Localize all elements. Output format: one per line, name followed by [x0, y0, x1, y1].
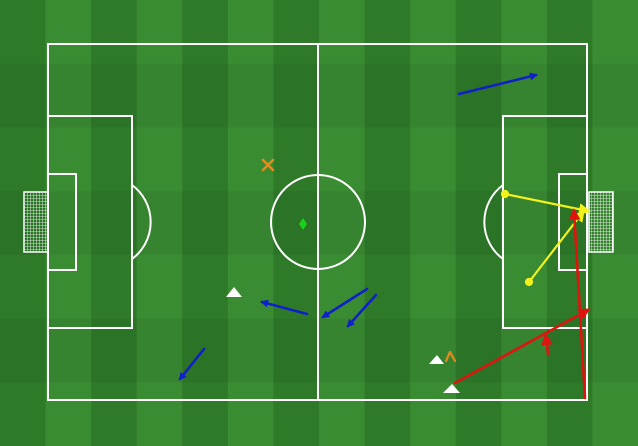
grass-stripe: [455, 0, 502, 446]
red-arrow: [541, 333, 553, 356]
blue-arrow: [346, 293, 378, 328]
yellow-pass-origin: [500, 189, 510, 199]
left-goal: [23, 191, 49, 253]
player-triangle-icon: [429, 355, 444, 364]
red-arrow: [453, 308, 591, 385]
right-goal: [588, 191, 614, 253]
grass-stripe: [182, 0, 229, 446]
grass-stripe: [227, 0, 274, 446]
grass-stripe: [319, 0, 366, 446]
left-penalty-arc: [131, 184, 152, 260]
grass-stripe: [501, 0, 548, 446]
ball-diamond-icon: [299, 218, 307, 230]
grass-stripe: [546, 0, 593, 446]
blue-arrow: [260, 299, 309, 316]
right-goal-area: [558, 173, 588, 271]
blue-arrow: [321, 287, 369, 319]
blue-arrows: [178, 72, 538, 381]
centre-circle: [270, 174, 366, 270]
red-arrow: [568, 208, 587, 400]
blue-arrow: [178, 347, 206, 381]
yellow-pass-origin: [524, 277, 534, 287]
blue-arrow: [457, 72, 538, 96]
grass-stripe: [91, 0, 138, 446]
grass-stripe: [45, 0, 92, 446]
player-triangle-icon: [443, 384, 460, 393]
red-arrows: [453, 208, 591, 400]
grass-stripe: [364, 0, 411, 446]
right-penalty-arc: [483, 184, 504, 260]
grass-stripe: [273, 0, 320, 446]
player-triangle-icon: [226, 287, 242, 297]
wedge-marker-icon: [444, 350, 457, 363]
cross-marker-icon: [261, 158, 275, 172]
grass-stripe: [136, 0, 183, 446]
grass-stripe: [410, 0, 457, 446]
